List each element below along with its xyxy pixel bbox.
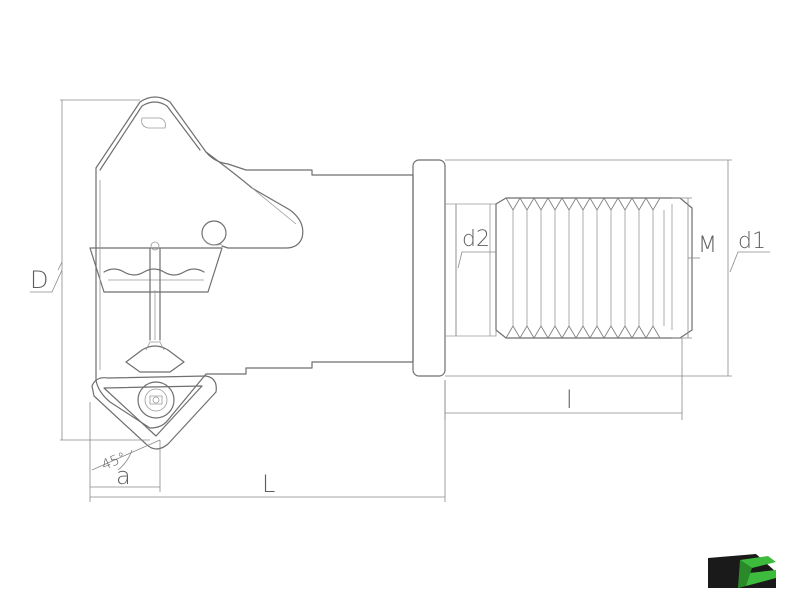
label-a: a [116, 462, 131, 490]
insert-logo-icon [708, 554, 776, 588]
label-l: l [566, 386, 573, 414]
dimension-lines [30, 99, 770, 502]
label-M: M [698, 233, 717, 258]
dimension-labels: D d2 M d1 l L a 45° [30, 227, 766, 498]
label-d2: d2 [462, 227, 490, 252]
shank [412, 159, 497, 377]
label-L: L [262, 470, 275, 498]
cutter-body [89, 96, 414, 450]
threaded-end [495, 197, 693, 339]
label-D: D [30, 266, 48, 294]
label-d1: d1 [738, 229, 766, 254]
